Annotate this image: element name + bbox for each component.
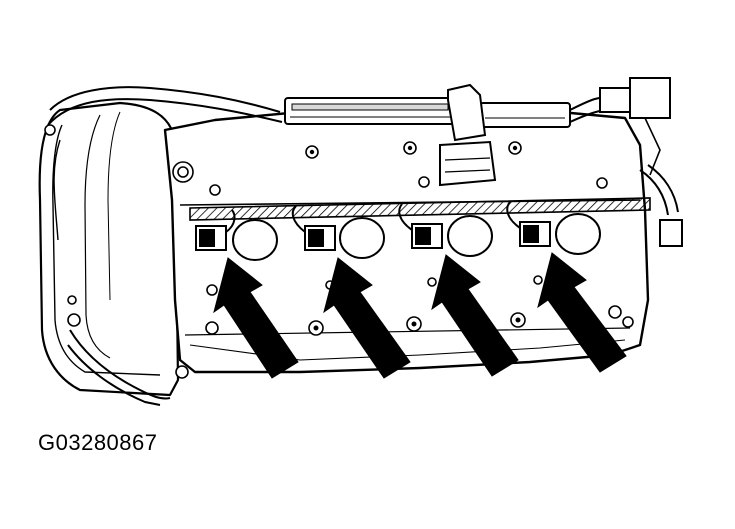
callout-arrows	[213, 252, 627, 379]
right-wiring-harness	[569, 77, 683, 247]
bolt-centers	[309, 145, 521, 331]
top-rail	[284, 97, 571, 128]
callout-arrow-4	[537, 252, 627, 373]
plug-well-1	[232, 219, 278, 261]
bolt	[427, 277, 437, 287]
bolt	[205, 321, 219, 335]
valve-cover	[163, 106, 650, 374]
bolt	[596, 177, 608, 189]
oil-filler-cap	[439, 83, 497, 187]
coil-connector-2	[291, 205, 336, 251]
coil-connector-4	[506, 201, 551, 247]
plug-well-3	[447, 215, 493, 257]
bolt	[175, 365, 189, 379]
plug-well-4	[555, 213, 601, 255]
coil-connectors	[195, 201, 551, 251]
bolt	[418, 176, 430, 188]
bolt	[608, 305, 622, 319]
bolt	[177, 166, 189, 178]
plug-well-2	[339, 217, 385, 259]
coil-harness	[189, 197, 651, 221]
coil-connector-3	[398, 203, 443, 249]
bolt	[67, 313, 81, 327]
bolt	[622, 316, 634, 328]
callout-arrow-1	[213, 257, 299, 379]
left-wiring-harness	[47, 86, 283, 406]
figure-code: G03280867	[38, 430, 158, 455]
callout-arrow-3	[431, 254, 519, 377]
bolt	[533, 275, 543, 285]
spark-plug-wells	[232, 213, 601, 261]
bolt	[67, 295, 77, 305]
cover-bolts	[44, 124, 634, 379]
bolt	[206, 284, 218, 296]
timing-cover	[38, 101, 180, 397]
coil-connector-1	[195, 209, 236, 251]
callout-arrow-2	[323, 257, 411, 379]
bolt	[44, 124, 56, 136]
bolt	[209, 184, 221, 196]
